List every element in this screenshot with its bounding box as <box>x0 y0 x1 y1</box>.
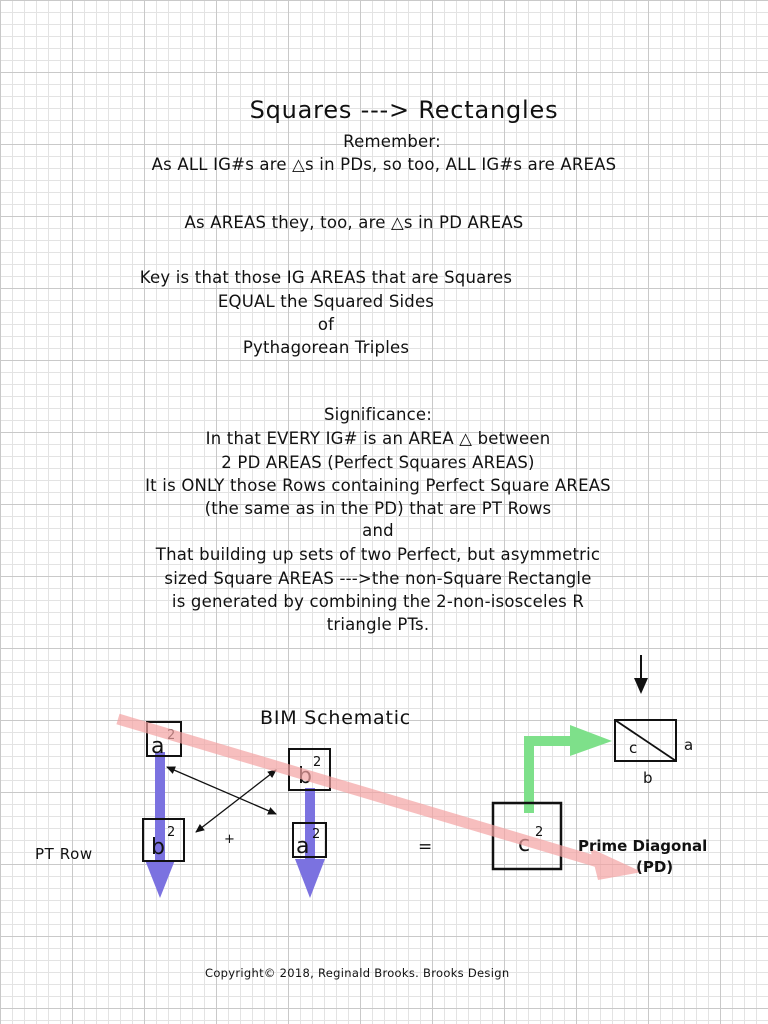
down-arrow-black <box>634 655 648 694</box>
box-exponent: 2 <box>167 825 175 840</box>
copyright: Copyright© 2018, Reginald Brooks. Brooks… <box>205 966 510 980</box>
key-line-1: Key is that those IG AREAS that are Squa… <box>139 268 513 287</box>
significance-line: 2 PD AREAS (Perfect Squares AREAS) <box>221 453 535 472</box>
box-a-squared-right: a 2 <box>292 822 327 859</box>
key-line-3: of <box>317 315 335 334</box>
swap-arrow-2 <box>195 769 277 833</box>
rect-label-b: b <box>643 769 653 787</box>
remember-heading: Remember: <box>343 132 441 151</box>
pd-label: (PD) <box>636 858 674 876</box>
swap-arrow-1 <box>166 766 277 815</box>
significance-line: In that EVERY IG# is an AREA △ between <box>205 429 551 448</box>
key-line-4: Pythagorean Triples <box>242 338 410 357</box>
box-b-squared-left: b 2 <box>142 818 185 862</box>
page-title: Squares ---> Rectangles <box>249 96 559 124</box>
significance-line: It is ONLY those Rows containing Perfect… <box>145 476 611 495</box>
prime-diagonal-label: Prime Diagonal <box>578 837 708 855</box>
significance-line: and <box>362 521 394 540</box>
significance-line: (the same as in the PD) that are PT Rows <box>204 499 552 518</box>
significance-line: is generated by combining the 2-non-isos… <box>171 592 585 611</box>
plus-sign: + <box>224 832 235 847</box>
remember-line-2: As AREAS they, too, are △s in PD AREAS <box>184 213 524 232</box>
significance-line: triangle PTs. <box>326 615 430 634</box>
box-base: a <box>151 734 164 759</box>
down-arrow-left <box>145 752 175 898</box>
significance-line: sized Square AREAS --->the non-Square Re… <box>164 569 592 588</box>
rect-label-c: c <box>629 739 637 757</box>
significance-heading: Significance: <box>324 405 432 424</box>
pt-row-label: PT Row <box>35 845 93 863</box>
box-exponent: 2 <box>313 755 321 770</box>
box-base: b <box>151 835 165 860</box>
green-arrow <box>524 725 612 813</box>
box-exponent: 2 <box>312 827 320 842</box>
rectangle-with-diagonal: c a b <box>614 719 693 787</box>
remember-line-1: As ALL IG#s are △s in PDs, so too, ALL I… <box>151 155 617 174</box>
equals-sign: = <box>418 837 432 857</box>
key-line-2: EQUAL the Squared Sides <box>217 292 435 311</box>
significance-line: That building up sets of two Perfect, bu… <box>155 545 601 564</box>
schematic-title: BIM Schematic <box>260 707 412 729</box>
box-exponent: 2 <box>535 825 543 840</box>
prime-diagonal-arrow <box>116 713 642 880</box>
rect-label-a: a <box>684 736 693 754</box>
box-base: a <box>296 834 309 859</box>
